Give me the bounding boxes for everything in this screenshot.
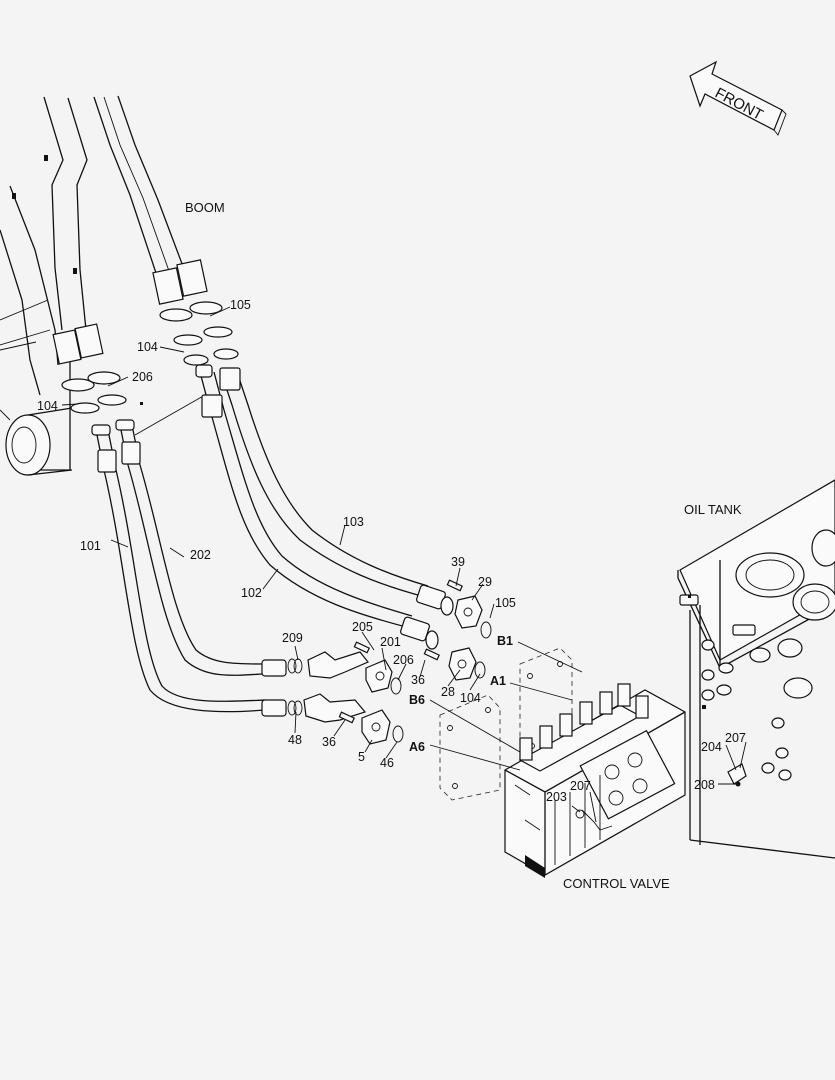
boom-fittings (52, 259, 239, 414)
callout-207: 207 (725, 731, 746, 745)
callout-39: 39 (451, 555, 465, 569)
callout-204: 204 (701, 740, 722, 754)
oil-tank-body (677, 479, 835, 859)
callout-104: 104 (460, 691, 481, 705)
callout-5: 5 (358, 750, 365, 764)
callout-201: 201 (380, 635, 401, 649)
callout-46: 46 (380, 756, 394, 770)
boom-label: BOOM (185, 200, 225, 215)
boom-structure (0, 95, 206, 476)
control-valve-label: CONTROL VALVE (563, 876, 670, 891)
callout-103: 103 (343, 515, 364, 529)
callout-104: 104 (37, 399, 58, 413)
callout-205: 205 (352, 620, 373, 634)
hose-202 (115, 419, 263, 676)
callout-203: 203 (546, 790, 567, 804)
valve-fittings (261, 579, 492, 745)
callout-209: 209 (282, 631, 303, 645)
port-b1-label: B1 (497, 634, 513, 648)
hose-101 (91, 424, 266, 713)
oil-tank-label: OIL TANK (684, 502, 742, 517)
part-number-labels: 101 102 103 104 104 104 105 105 206 206 … (37, 298, 746, 804)
port-a1-label: A1 (490, 674, 506, 688)
callout-36: 36 (411, 673, 425, 687)
callout-102: 102 (241, 586, 262, 600)
callout-48: 48 (288, 733, 302, 747)
port-a6-label: A6 (409, 740, 425, 754)
callout-208: 208 (694, 778, 715, 792)
port-b6-label: B6 (409, 693, 425, 707)
callout-101: 101 (80, 539, 101, 553)
leader-lines (61, 306, 747, 823)
control-valve-body (504, 683, 686, 878)
callout-105: 105 (495, 596, 516, 610)
callout-29: 29 (478, 575, 492, 589)
assembly-labels: BOOM OIL TANK CONTROL VALVE (185, 200, 742, 891)
callout-206: 206 (393, 653, 414, 667)
callout-206: 206 (132, 370, 153, 384)
callout-207: 207 (570, 779, 591, 793)
callout-104: 104 (137, 340, 158, 354)
hose-102 (195, 364, 413, 629)
callout-36: 36 (322, 735, 336, 749)
front-arrow-icon: FRONT (689, 60, 787, 136)
hose-103 (219, 367, 429, 598)
callout-202: 202 (190, 548, 211, 562)
port-labels: B1 A1 B6 A6 (409, 634, 513, 754)
callout-28: 28 (441, 685, 455, 699)
callout-105: 105 (230, 298, 251, 312)
